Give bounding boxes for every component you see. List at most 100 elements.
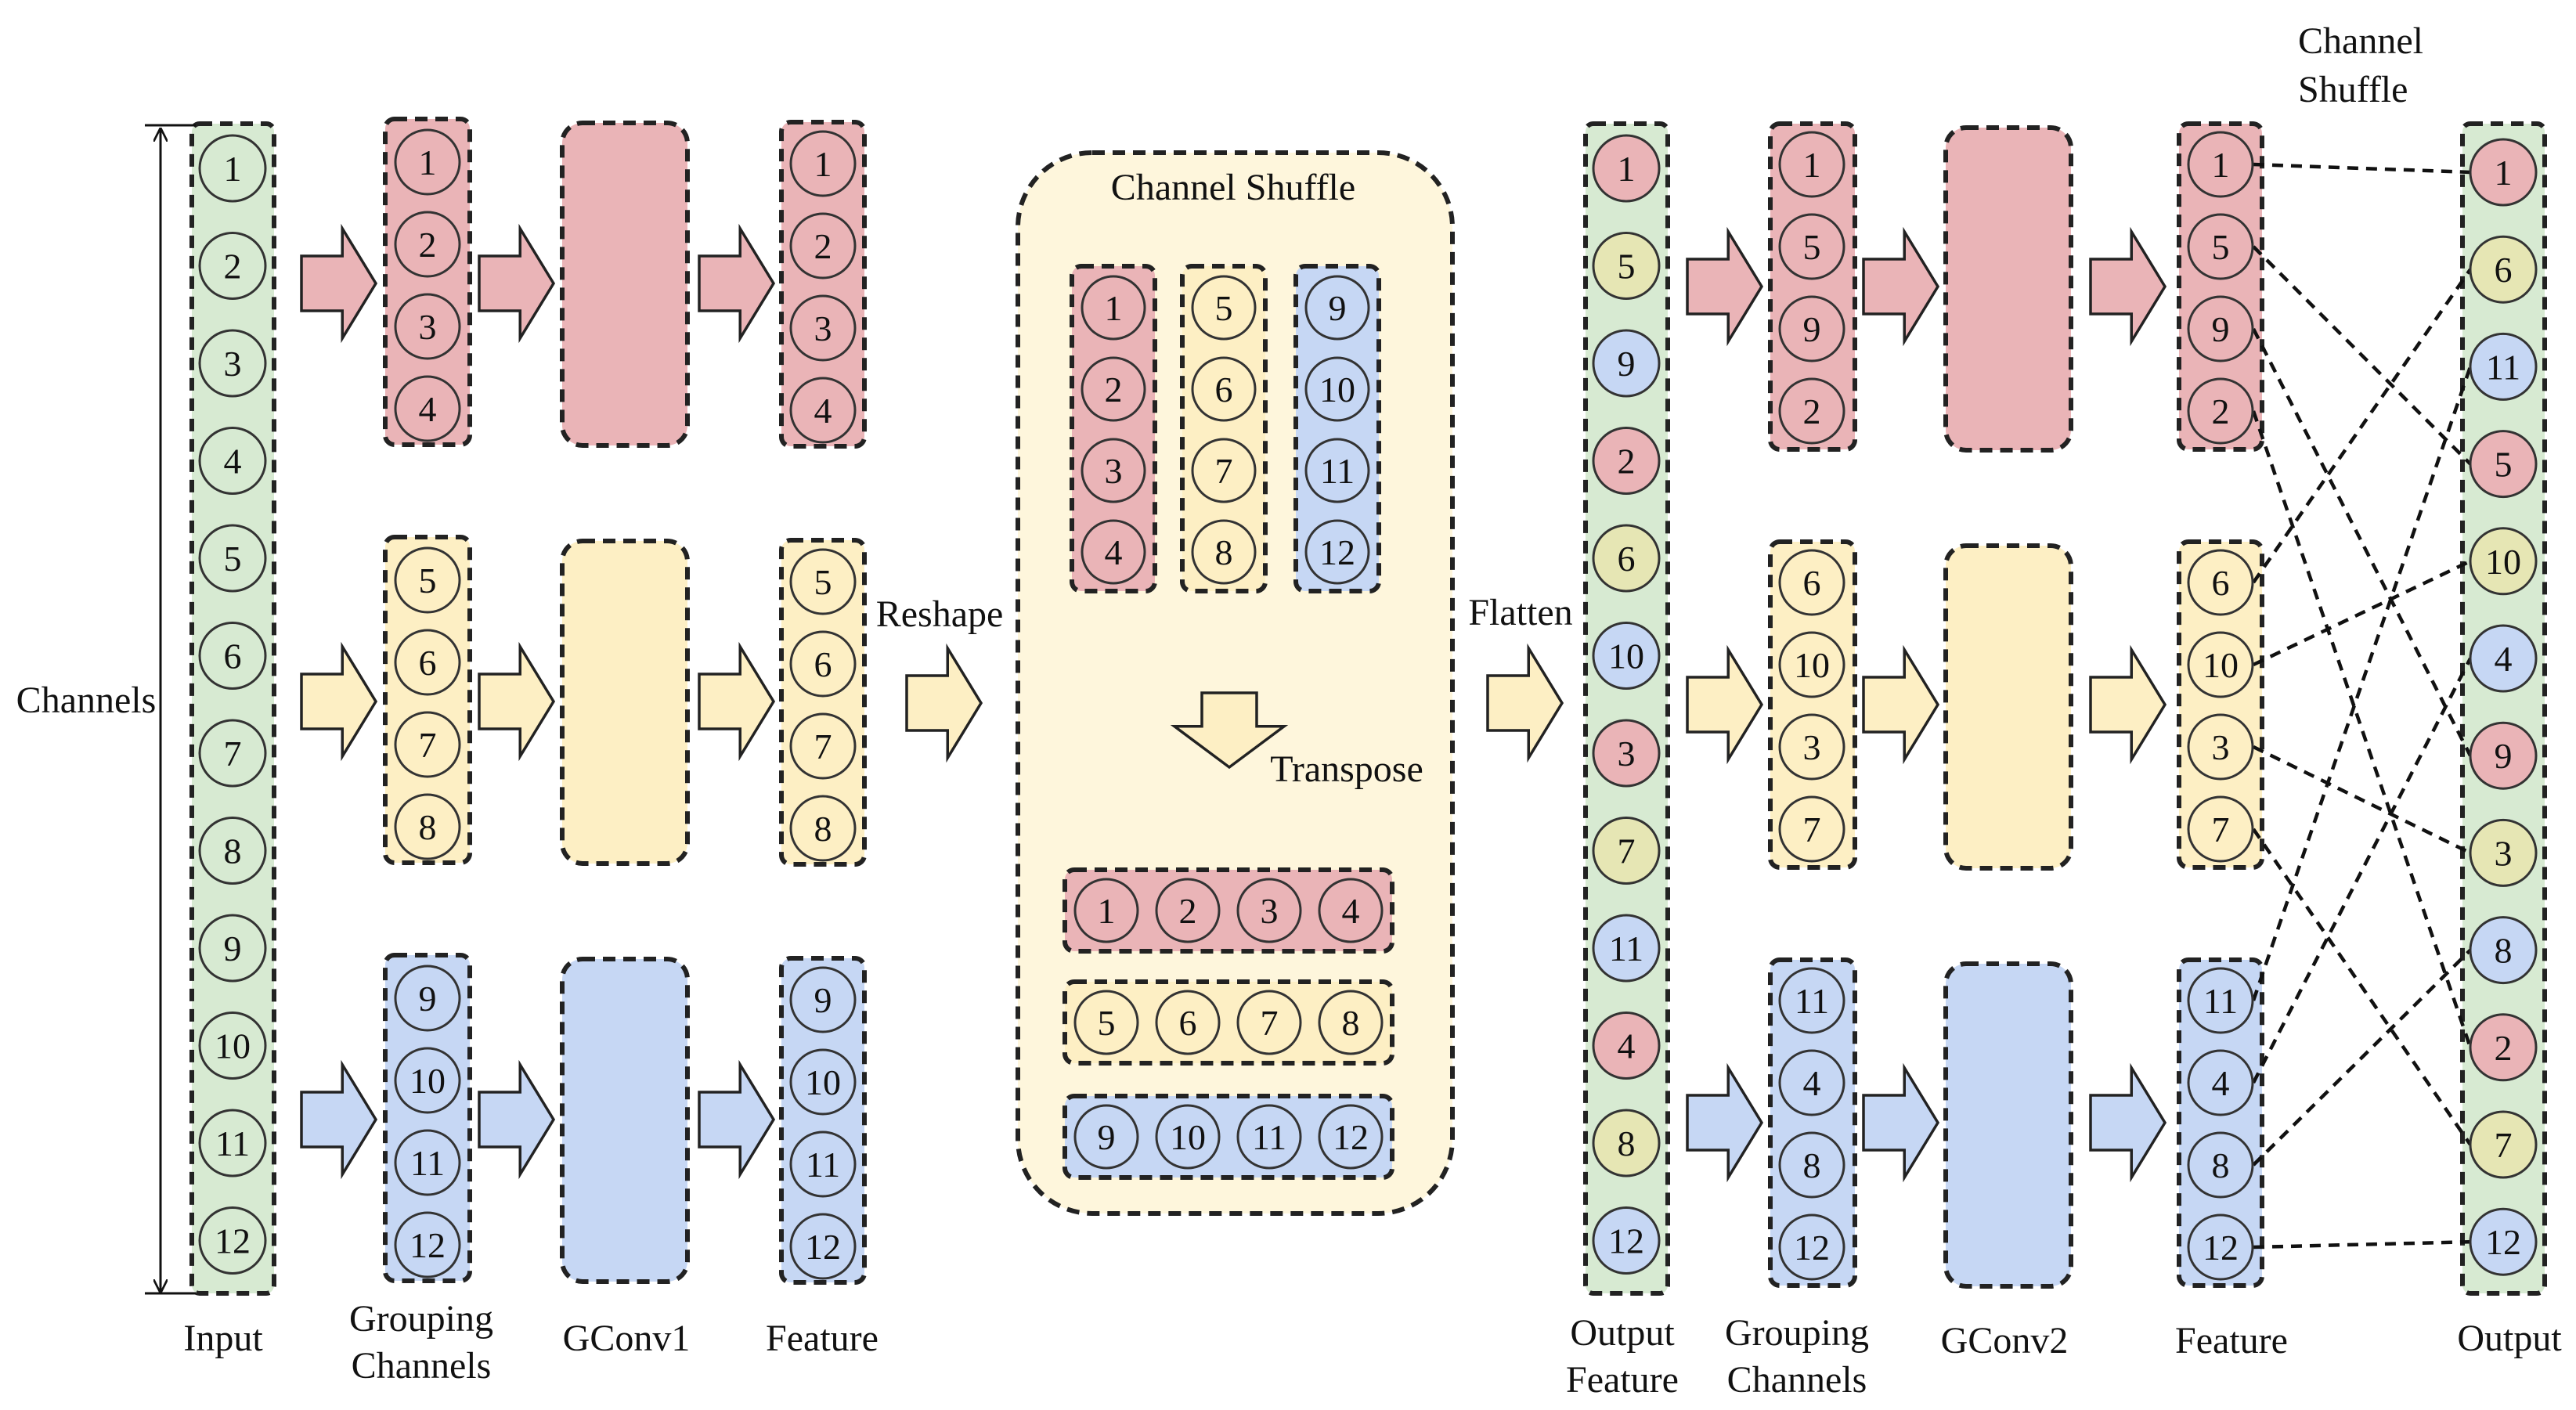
- channel-circle: [789, 130, 857, 197]
- channel-number: 8: [1215, 532, 1233, 572]
- channel-number: 10: [409, 1061, 446, 1101]
- grouping-1-channel: 4: [394, 375, 461, 442]
- channel-number: 7: [419, 725, 437, 765]
- shuffle-row-channel: 4: [1318, 878, 1384, 943]
- channel-circle: [198, 524, 267, 593]
- channel-circle: [1778, 1213, 1845, 1281]
- channel-circle: [198, 914, 267, 983]
- feature-1-channel: 12: [789, 1213, 857, 1280]
- grouping-2-channel: 11: [1778, 967, 1845, 1034]
- channel-number: 12: [2203, 1228, 2239, 1268]
- channel-number: 11: [1252, 1117, 1286, 1157]
- channel-circle: [1073, 990, 1139, 1055]
- grouping-2-channel: 2: [1778, 377, 1845, 445]
- flatten-label: Flatten: [1468, 592, 1572, 633]
- channel-number: 3: [419, 307, 437, 347]
- channel-circle: [1592, 719, 1661, 788]
- grouping-1-channel: 1: [394, 128, 461, 196]
- channel-number: 9: [2495, 736, 2513, 776]
- transpose-label: Transpose: [1270, 748, 1423, 790]
- input-channel: 11: [198, 1109, 267, 1177]
- channel-circle: [1081, 356, 1146, 422]
- channel-number: 1: [2495, 153, 2513, 193]
- shuffle-column: [1293, 264, 1381, 593]
- channel-circle: [2187, 131, 2254, 198]
- channel-circle: [2187, 967, 2254, 1034]
- channel-number: 7: [814, 727, 832, 766]
- feature-1-channel: 6: [789, 630, 857, 698]
- channel-number: 1: [1618, 149, 1636, 189]
- grouping-2-channel: 6: [1778, 549, 1845, 616]
- channel-circle: [1592, 817, 1661, 885]
- output-feature-channel: 6: [1592, 524, 1661, 593]
- channel-circle: [2187, 213, 2254, 280]
- channel-number: 2: [419, 225, 437, 265]
- channel-circle: [789, 1213, 857, 1280]
- grouping-1-channel: 2: [394, 211, 461, 278]
- shuffle-column: [1070, 264, 1157, 593]
- channel-circle: [1191, 356, 1257, 422]
- channel-circle: [1155, 878, 1221, 943]
- channel-circle: [1081, 519, 1146, 585]
- shuffle-connection-line: [2253, 162, 2471, 175]
- output-feature-label-line2: Feature: [1566, 1359, 1679, 1401]
- channel-circle: [394, 375, 461, 442]
- feature-1-channel: 2: [789, 212, 857, 279]
- channel-number: 7: [2495, 1125, 2513, 1165]
- channel-circle: [1191, 275, 1257, 341]
- input-channel: 5: [198, 524, 267, 593]
- flow-arrow: [1686, 1062, 1764, 1183]
- channel-number: 9: [1618, 344, 1636, 384]
- final-output-channel: 10: [2469, 527, 2538, 596]
- gconv2-block: [1943, 961, 2073, 1289]
- channel-circle: [1592, 1206, 1661, 1275]
- channel-number: 3: [2495, 833, 2513, 873]
- channel-shuffle-2-label-line1: Channel: [2298, 20, 2423, 62]
- shuffle-column-channel: 9: [1304, 275, 1370, 341]
- shuffle-row-channel: 5: [1073, 990, 1139, 1055]
- shuffle-row: [1063, 1094, 1394, 1180]
- channel-circle: [1778, 631, 1845, 698]
- channel-circle: [2469, 721, 2538, 790]
- channel-number: 9: [224, 929, 242, 968]
- flow-arrow: [478, 223, 556, 344]
- flow-arrow: [1862, 1062, 1940, 1183]
- input-channel: 8: [198, 817, 267, 885]
- channel-circle: [789, 212, 857, 279]
- output-feature-column: [1583, 121, 1670, 1296]
- flow-arrow: [2089, 226, 2167, 347]
- channel-circle: [198, 1206, 267, 1275]
- channel-number: 8: [1803, 1145, 1821, 1185]
- channel-number: 11: [1609, 929, 1643, 968]
- input-channel: 7: [198, 719, 267, 788]
- channel-number: 5: [1215, 288, 1233, 328]
- channel-circle: [394, 711, 461, 778]
- channel-number: 11: [806, 1145, 840, 1185]
- final-output-channel: 11: [2469, 332, 2538, 401]
- feature-2-channel: 8: [2187, 1131, 2254, 1199]
- channel-circle: [1592, 1012, 1661, 1080]
- flow-arrow: [2089, 644, 2167, 765]
- channel-circle: [2187, 1131, 2254, 1199]
- channel-circle: [2469, 1207, 2538, 1276]
- channel-number: 10: [2203, 645, 2239, 685]
- channel-number: 2: [1179, 891, 1197, 931]
- channel-number: 2: [224, 247, 242, 287]
- shuffle-column-channel: 6: [1191, 356, 1257, 422]
- channel-number: 1: [419, 142, 437, 182]
- channel-number: 5: [224, 539, 242, 579]
- channel-circle: [1304, 438, 1370, 503]
- channel-number: 4: [814, 391, 832, 431]
- channel-circle: [1155, 1104, 1221, 1170]
- output-feature-channel: 5: [1592, 232, 1661, 300]
- channel-circle: [1592, 427, 1661, 495]
- channel-number: 8: [814, 809, 832, 849]
- channel-number: 4: [1105, 532, 1123, 572]
- channel-number: 6: [1618, 539, 1636, 579]
- output-feature-channel: 9: [1592, 329, 1661, 398]
- channel-circle: [1155, 990, 1221, 1055]
- channel-circle: [394, 293, 461, 360]
- shuffle-column-channel: 5: [1191, 275, 1257, 341]
- shuffle-column-channel: 11: [1304, 438, 1370, 503]
